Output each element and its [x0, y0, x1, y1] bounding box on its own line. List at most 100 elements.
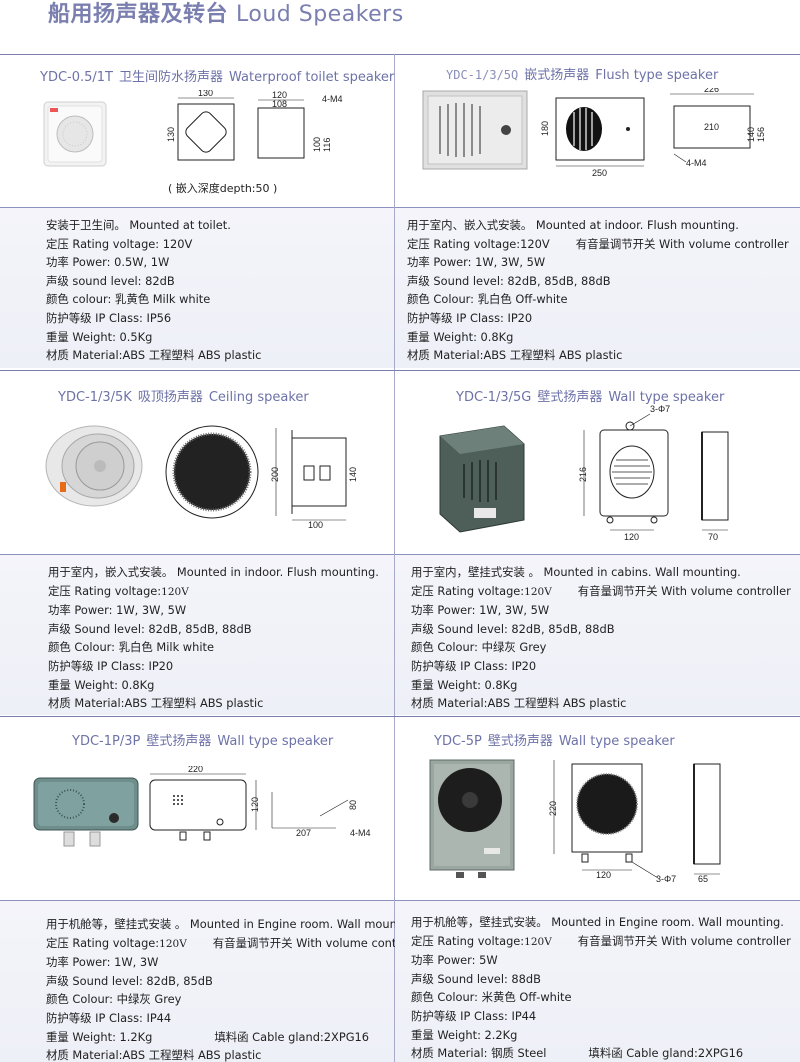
spec-line: 功率 Power: 5W [411, 953, 498, 968]
spec-panel-ydc-1-3-5q: 用于室内、嵌入式安装。 Mounted at indoor. Flush mou… [395, 207, 800, 368]
spec-line: 颜色 Colour: 中绿灰 Grey [411, 640, 547, 655]
svg-text:220: 220 [188, 766, 203, 774]
spec-line: 材质 Material:ABS 工程塑料 ABS plastic [46, 1048, 262, 1062]
spec-panel-ydc-1-3-5k: 用于室内，嵌入式安装。 Mounted in indoor. Flush mou… [0, 554, 394, 715]
spec-line: 防护等级 IP Class: IP44 [46, 1010, 172, 1025]
spec-line: 声级 Sound level: 82dB, 85dB, 88dB [407, 273, 611, 288]
spec-panel-ydc-1-3-5g: 用于室内，壁挂式安装 。 Mounted in cabins. Wall mou… [395, 554, 800, 715]
embed-depth-note: ( 嵌入深度depth:50 ) [168, 182, 278, 195]
spec-line: 重量 Weight: 2.2Kg [411, 1027, 518, 1042]
svg-text:140: 140 [348, 467, 358, 482]
spec-line: 声级 sound level: 82dB [46, 273, 175, 288]
wall-speaker-drawing: 3-Φ7 216 120 70 [578, 404, 729, 542]
spec-line: 重量 Weight: 0.8Kg [411, 677, 518, 692]
spec-line: 用于室内，壁挂式安装 。 Mounted in cabins. Wall mou… [411, 565, 741, 579]
spec-line: 声级 Sound level: 82dB, 85dB, 88dB [411, 621, 615, 636]
spec-line: 颜色 Colour: 中绿灰 Grey [46, 992, 182, 1007]
spec-line: 安装于卫生间。 Mounted at toilet. [46, 218, 231, 232]
spec-line: 定压 Rating voltage: 120V [46, 236, 193, 251]
spec-line: 功率 Power: 1W, 3W, 5W [411, 603, 550, 618]
svg-text:120: 120 [272, 90, 287, 100]
toilet-speaker-photo [43, 101, 107, 167]
svg-text:116: 116 [322, 138, 332, 152]
steel-speaker-drawing: 220 120 3-Φ7 65 [548, 760, 721, 884]
spec-line: 材质 Material:ABS 工程塑料 ABS plastic [46, 348, 262, 363]
svg-text:3-Φ7: 3-Φ7 [650, 404, 670, 414]
svg-text:226: 226 [704, 88, 719, 94]
svg-text:3-Φ7: 3-Φ7 [656, 874, 676, 884]
flush-speaker-drawing: 180 250 226 210 140 156 4-M4 [540, 88, 766, 178]
engine-room-speaker-photo [33, 777, 139, 847]
spec-line: 重量 Weight: 0.5Kg [46, 329, 153, 344]
spec-line: 颜色 colour: 乳黄色 Milk white [46, 292, 211, 307]
spec-line: 防护等级 IP Class: IP20 [48, 658, 174, 673]
spec-line: 重量 Weight: 0.8Kg [48, 677, 155, 692]
spec-panel-ydc-0-5-1t: 安装于卫生间。 Mounted at toilet. 定压 Rating vol… [0, 207, 394, 368]
row-divider [0, 370, 800, 371]
svg-text:80: 80 [348, 800, 358, 810]
svg-text:120: 120 [624, 532, 639, 542]
spec-line: 声级 Sound level: 82dB, 85dB, 88dB [48, 621, 252, 636]
spec-line: 定压 Rating voltage:120V [48, 583, 189, 598]
spec-line: 功率 Power: 1W, 3W, 5W [48, 603, 187, 618]
spec-line: 材质 Material:ABS 工程塑料 ABS plastic [48, 696, 264, 711]
spec-panel-ydc-5p: 用于机舱等，壁挂式安装。 Mounted in Engine room. Wal… [395, 900, 800, 1062]
spec-line: 功率 Power: 0.5W, 1W [46, 255, 170, 270]
spec-line: 用于机舱等，壁挂式安装 。 Mounted in Engine room. Wa… [46, 917, 423, 931]
column-divider [394, 54, 395, 1062]
svg-text:120: 120 [596, 870, 611, 880]
svg-text:120: 120 [250, 797, 260, 812]
svg-text:100: 100 [312, 137, 322, 152]
spec-panel-ydc-1p-3p: 用于机舱等，壁挂式安装 。 Mounted in Engine room. Wa… [0, 900, 426, 1062]
spec-line: 功率 Power: 1W, 3W [46, 955, 159, 970]
engine-room-speaker-drawing: 220 120 207 80 4-M4 [149, 766, 371, 841]
svg-text:65: 65 [698, 874, 708, 884]
spec-line: 防护等级 IP Class: IP20 [407, 310, 533, 325]
spec-line: 用于室内、嵌入式安装。 Mounted at indoor. Flush mou… [407, 218, 739, 232]
svg-text:250: 250 [592, 168, 607, 178]
spec-line: 颜色 Colour: 乳白色 Off-white [407, 292, 568, 307]
spec-line: 颜色 Colour: 乳白色 Milk white [48, 640, 214, 655]
ceiling-speaker-photo [45, 425, 143, 507]
svg-text:220: 220 [548, 801, 558, 816]
svg-text:4-M4: 4-M4 [322, 94, 343, 104]
svg-text:216: 216 [578, 467, 588, 482]
ceiling-speaker-drawing: 200 140 100 [165, 425, 358, 530]
toilet-speaker-drawing: 130 130 120 108 4-M4 100 116 [166, 90, 343, 161]
spec-line: 防护等级 IP Class: IP20 [411, 658, 537, 673]
spec-line: 声级 Sound level: 88dB [411, 971, 541, 986]
spec-line: 材质 Material:ABS 工程塑料 ABS plastic [407, 348, 623, 363]
svg-text:108: 108 [272, 99, 287, 109]
spec-line: 功率 Power: 1W, 3W, 5W [407, 255, 546, 270]
svg-text:100: 100 [308, 520, 323, 530]
header-divider [0, 54, 800, 55]
row-divider [0, 716, 800, 717]
svg-text:140: 140 [746, 127, 756, 142]
svg-text:4-M4: 4-M4 [686, 158, 707, 168]
spec-line: 重量 Weight: 0.8Kg [407, 329, 514, 344]
svg-text:130: 130 [166, 127, 176, 142]
svg-text:156: 156 [756, 127, 766, 142]
svg-text:130: 130 [198, 90, 213, 98]
spec-line: 用于机舱等，壁挂式安装。 Mounted in Engine room. Wal… [411, 915, 784, 929]
svg-text:70: 70 [708, 532, 718, 542]
spec-line: 防护等级 IP Class: IP44 [411, 1008, 537, 1023]
spec-line: 用于室内，嵌入式安装。 Mounted in indoor. Flush mou… [48, 565, 379, 579]
flush-speaker-photo [422, 90, 528, 170]
svg-text:207: 207 [296, 828, 311, 838]
wall-speaker-photo [439, 425, 525, 533]
steel-speaker-photo [429, 759, 515, 878]
svg-text:180: 180 [540, 121, 550, 136]
